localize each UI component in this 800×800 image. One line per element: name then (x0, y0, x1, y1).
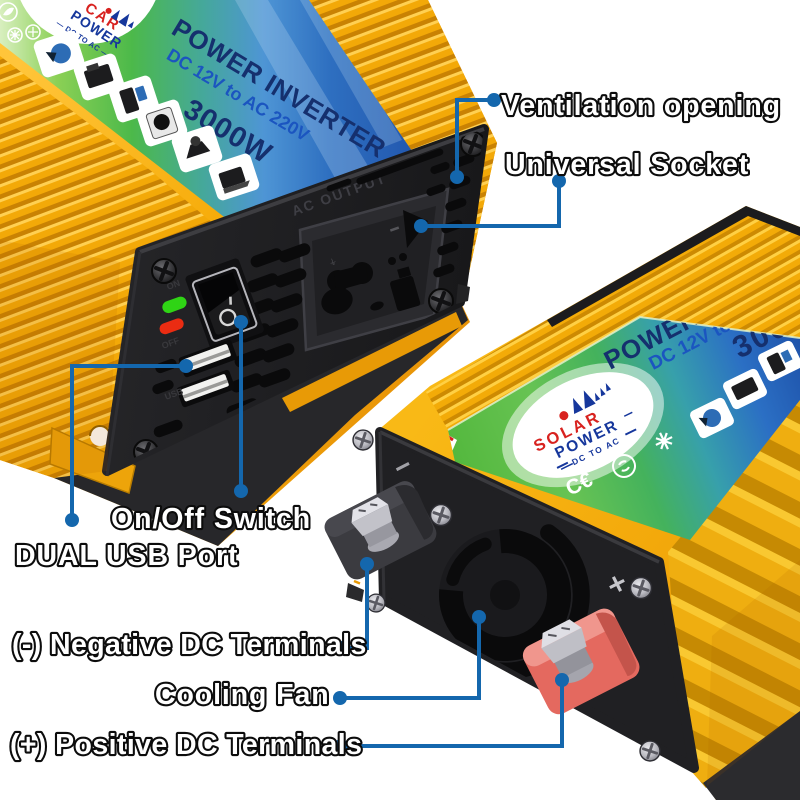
svg-text:Universal Socket: Universal Socket (505, 149, 749, 181)
svg-text:Ventilation opening: Ventilation opening (501, 90, 781, 122)
svg-text:DUAL USB Port: DUAL USB Port (15, 540, 238, 572)
svg-text:(-) Negative DC Terminals: (-) Negative DC Terminals (12, 629, 367, 661)
svg-text:Cooling Fan: Cooling Fan (155, 679, 330, 711)
svg-text:On/Off Switch: On/Off Switch (111, 503, 311, 535)
svg-text:⏚: ⏚ (328, 257, 339, 268)
svg-text:(+) Positive DC Terminals: (+) Positive DC Terminals (10, 729, 362, 761)
